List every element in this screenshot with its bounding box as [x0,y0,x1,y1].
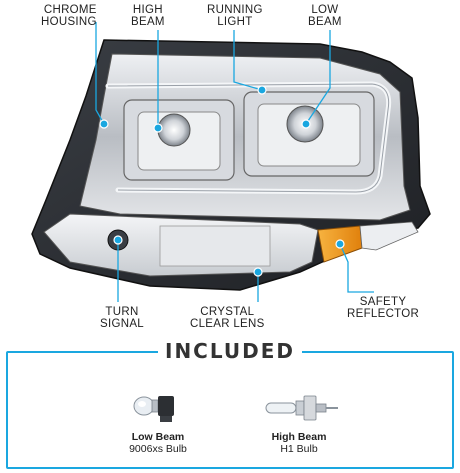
low-beam-label: LOW BEAM [308,4,342,28]
turn-signal-lens [43,213,319,277]
headlight-assembly-image [31,22,431,302]
low-beam-reflector [243,91,375,177]
crystal-clear-lens-label: CRYSTAL CLEAR LENS [190,306,265,330]
included-title: INCLUDED [158,339,302,363]
low-beam-bulb-name: Low Beam [131,431,185,443]
9006-bulb-icon [133,396,174,422]
chrome-housing-label: CHROME HOUSING [41,4,97,28]
high-beam-label: HIGH BEAM [131,4,165,28]
turn-signal-label: TURN SIGNAL [100,306,144,330]
running-light-label: RUNNING LIGHT [207,4,263,28]
low-beam-bulb-caption: Low Beam 9006xs Bulb [113,431,203,455]
callout-lines [95,22,374,302]
low-beam-bulb-type: 9006xs Bulb [129,443,187,455]
included-box [6,351,454,469]
high-beam-bulb-type: H1 Bulb [280,443,318,455]
callout-dots [99,85,345,277]
safety-reflector-label: SAFETY REFLECTOR [347,296,420,320]
high-beam-bulb-name: High Beam [271,431,327,443]
high-beam-bulb-caption: High Beam H1 Bulb [254,431,344,455]
high-beam-reflector [123,99,235,181]
h1-bulb-icon [265,395,338,421]
